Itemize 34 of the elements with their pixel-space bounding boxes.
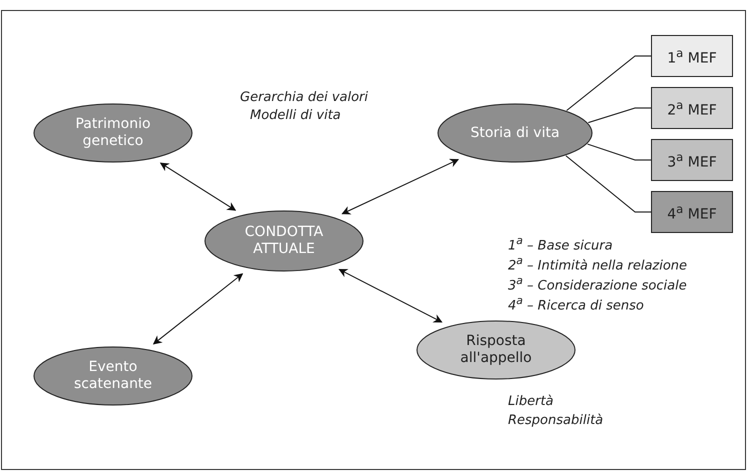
note-text: 4$^{a}$ – Ricerca di senso	[508, 293, 644, 314]
ellipse-node	[33, 103, 193, 163]
node-label: 2$^{a}$ MEF	[667, 96, 717, 120]
note-text: 2$^{a}$ – Intimità nella relazione	[508, 253, 688, 274]
mef-box	[651, 35, 733, 77]
node-label: 1$^{a}$ MEF	[667, 44, 717, 68]
node-label: 4$^{a}$ MEF	[667, 200, 717, 224]
note-text: Modelli di vita	[250, 108, 341, 124]
connector-line	[565, 155, 652, 212]
note-text: Gerarchia dei valori	[240, 90, 368, 106]
ellipse-node	[437, 103, 593, 163]
mef-box	[651, 191, 733, 233]
connector-line	[566, 56, 652, 112]
node-label: 3$^{a}$ MEF	[667, 148, 717, 172]
node-label: CONDOTTA ATTUALE	[244, 224, 324, 258]
ellipse-node	[33, 346, 193, 406]
node-label: Evento scatenante	[72, 359, 154, 393]
node-label: Patrimonio genetico	[74, 116, 152, 150]
mef-box	[651, 139, 733, 181]
ellipse-node	[204, 210, 364, 272]
double-arrow	[338, 268, 443, 323]
ellipse-node	[416, 320, 576, 380]
double-arrow	[160, 162, 236, 211]
connector-line	[587, 144, 652, 160]
double-arrow	[152, 273, 244, 344]
note-text: 1$^{a}$ – Base sicura	[508, 233, 613, 254]
connector-line	[588, 108, 652, 124]
double-arrow	[341, 158, 460, 214]
note-text: 3$^{a}$ – Considerazione sociale	[508, 273, 687, 294]
mef-box	[651, 87, 733, 129]
note-text: Responsabilità	[508, 413, 604, 429]
node-label: Risposta all'appello	[459, 333, 533, 367]
note-text: Libertà	[508, 394, 554, 410]
node-label: Storia di vita	[470, 124, 560, 142]
